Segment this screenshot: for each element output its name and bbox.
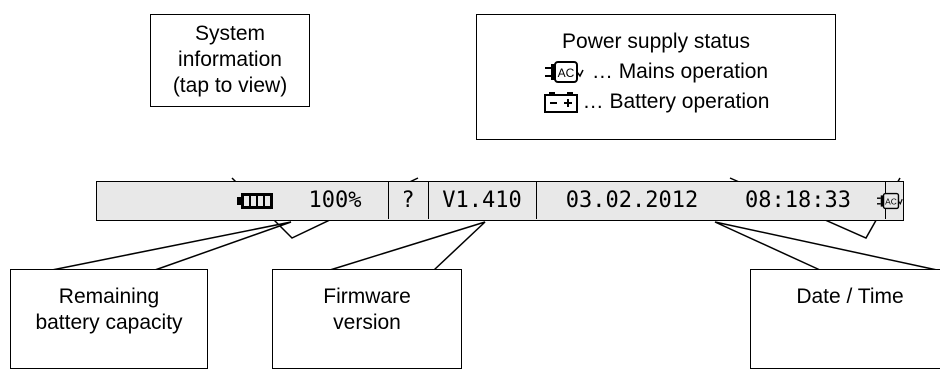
ac-icon-text: AC bbox=[885, 196, 897, 206]
time-value: 08:18:33 bbox=[745, 188, 851, 213]
system-info-callout: System information (tap to view) bbox=[150, 14, 310, 107]
status-bar: 100% ? V1.410 03.02.2012 08:18:33 AC bbox=[96, 181, 904, 221]
callout-line: version bbox=[333, 311, 401, 334]
callout-line: Firmware bbox=[323, 285, 411, 308]
divider bbox=[536, 182, 537, 219]
callout-line: Date / Time bbox=[796, 285, 904, 308]
battery-level-icon bbox=[237, 182, 275, 219]
mains-label: … Mains operation bbox=[591, 60, 769, 83]
divider bbox=[428, 182, 429, 219]
battery-plus-minus-icon bbox=[543, 92, 578, 113]
help-button[interactable]: ? bbox=[401, 188, 415, 213]
firmware-callout: Firmware version bbox=[272, 269, 462, 369]
battery-legend-row: … Battery operation bbox=[477, 89, 835, 115]
battery-percent: 100% bbox=[308, 188, 362, 213]
power-supply-callout: Power supply status AC … Mains operation… bbox=[476, 14, 836, 140]
callout-line: Remaining bbox=[58, 285, 160, 308]
svg-text:AC: AC bbox=[558, 66, 575, 80]
date-value: 03.02.2012 bbox=[565, 188, 699, 213]
divider bbox=[388, 182, 389, 219]
date-time-callout: Date / Time bbox=[750, 269, 940, 369]
ac-plug-icon: AC bbox=[544, 61, 584, 83]
callout-line: battery capacity bbox=[35, 311, 183, 334]
callout-line: information bbox=[178, 48, 282, 71]
battery-label: … Battery operation bbox=[582, 90, 770, 113]
ac-plug-icon: AC bbox=[877, 182, 905, 219]
mains-legend-row: AC … Mains operation bbox=[477, 59, 835, 85]
firmware-version: V1.410 bbox=[442, 188, 522, 213]
callout-line: System bbox=[194, 22, 265, 45]
power-supply-title: Power supply status bbox=[562, 30, 750, 53]
battery-capacity-callout: Remaining battery capacity bbox=[10, 269, 208, 369]
callout-line: (tap to view) bbox=[172, 74, 288, 97]
